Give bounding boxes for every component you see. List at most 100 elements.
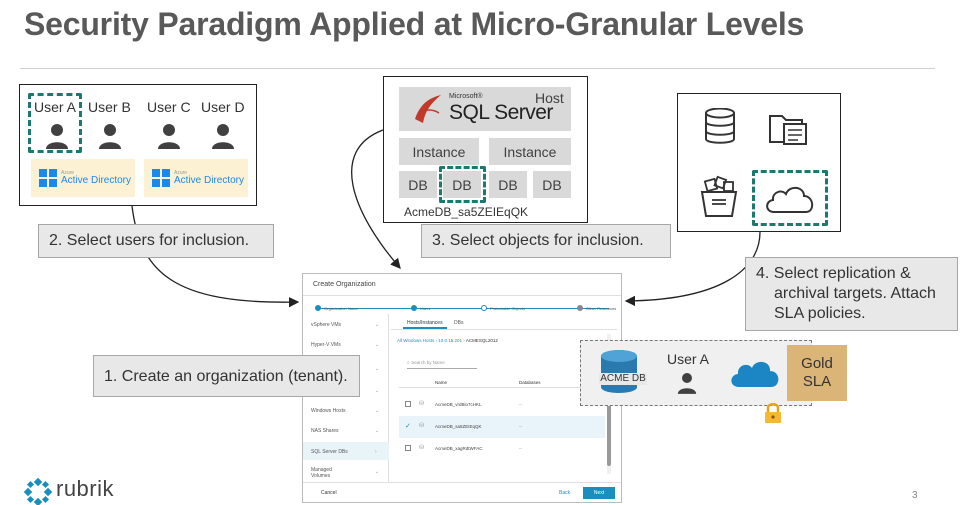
next-button[interactable]: Next xyxy=(583,487,615,499)
selected-target-highlight xyxy=(752,170,828,226)
windows-icon xyxy=(39,169,57,187)
rubrik-logo-icon xyxy=(24,478,52,505)
breadcrumb-item[interactable]: All Windows Hosts xyxy=(397,338,435,343)
scrollbar-thumb[interactable] xyxy=(607,404,611,466)
db-cell: DB xyxy=(489,171,527,198)
db-name-label: AcmeDB_sa5ZEIEqQK xyxy=(404,205,529,219)
row-name: AcmeDB_sa5ZEIEqQK xyxy=(435,424,482,429)
sql-host-card: Microsoft® SQL Server Host xyxy=(399,87,571,131)
tab-dbs[interactable]: DBs xyxy=(454,320,464,326)
step-label: Organization Name xyxy=(324,306,359,311)
row-databases: -- xyxy=(519,402,522,407)
title-divider xyxy=(20,68,935,69)
step-indicator xyxy=(411,305,417,311)
active-tab-underline xyxy=(403,327,447,329)
gold-sla-badge: Gold SLA xyxy=(787,345,847,401)
db-cell: DB xyxy=(533,171,571,198)
product-name: SQL Server xyxy=(449,101,553,124)
step-label: Protectable Objects xyxy=(490,306,525,311)
database-row-icon: ⛁ xyxy=(419,445,425,451)
user-label: User C xyxy=(147,99,191,115)
stepper-track xyxy=(317,308,609,309)
lock-icon xyxy=(765,403,781,423)
row-name: AcmeDB_xagRdtWFAC xyxy=(435,446,483,451)
object-storage-bucket-icon xyxy=(700,175,738,217)
sql-server-panel: Microsoft® SQL Server Host Instance Inst… xyxy=(383,76,588,223)
search-input[interactable]: ⌕ Search by Name xyxy=(407,360,477,369)
search-placeholder: Search by Name xyxy=(411,360,445,365)
row-databases: -- xyxy=(519,424,522,429)
row-name: AcmeDB_vrdBlo7cHKL xyxy=(435,402,482,407)
column-header-name[interactable]: Name xyxy=(435,380,448,385)
callout-step-3: 3. Select objects for inclusion. xyxy=(421,224,671,258)
object-type-sidebar xyxy=(303,314,389,482)
sidebar-item-sql-server-dbs[interactable]: SQL Server DBs xyxy=(311,449,348,455)
sidebar-item-windows-hosts[interactable]: Windows Hosts xyxy=(311,408,346,414)
tab-divider xyxy=(391,329,617,330)
table-row[interactable]: ⛁ AcmeDB_xagRdtWFAC -- xyxy=(399,438,605,460)
step-indicator xyxy=(577,305,583,311)
user-label: User D xyxy=(201,99,245,115)
user-label: User A xyxy=(34,99,77,115)
row-check-icon[interactable]: ✓ xyxy=(405,423,411,430)
overlay-user-label: User A xyxy=(667,351,710,367)
sidebar-item-vsphere[interactable]: vSphere VMs xyxy=(311,322,342,328)
table-row-selected[interactable]: ✓ ⛁ AcmeDB_sa5ZEIEqQK -- xyxy=(399,416,605,438)
page-number: 3 xyxy=(912,490,918,501)
db-cell: DB xyxy=(443,171,481,198)
files-folder-icon xyxy=(769,115,807,145)
sql-server-logo-icon xyxy=(415,95,441,123)
database-icon xyxy=(705,108,735,144)
sidebar-item-managed-volumes[interactable]: Managed Volumes xyxy=(311,467,332,479)
row-checkbox[interactable] xyxy=(405,401,411,407)
step-label: Users xyxy=(420,306,431,311)
acme-db-icon xyxy=(601,350,637,393)
cancel-button[interactable]: Cancel xyxy=(321,490,337,496)
sla-line: Gold xyxy=(801,355,833,372)
directory-label: Active Directory xyxy=(174,174,245,186)
callout-step-2: 2. Select users for inclusion. xyxy=(38,224,274,258)
create-organization-dialog: Create Organization Organization Name Us… xyxy=(302,273,622,503)
cloud-icon xyxy=(766,186,814,213)
directory-label: Active Directory xyxy=(61,174,132,186)
directory-sublabel: Azure xyxy=(174,169,188,176)
database-row-icon: ⛁ xyxy=(419,401,425,407)
replication-targets-panel xyxy=(677,93,841,232)
callout-step-4: 4. Select replication & archival targets… xyxy=(745,257,958,331)
table-row[interactable]: ⛁ AcmeDB_vrdBlo7cHKL -- xyxy=(399,394,605,416)
windows-icon xyxy=(152,169,170,187)
user-icon xyxy=(46,124,68,149)
column-header-databases: Databases xyxy=(519,380,541,385)
user-icon xyxy=(99,124,121,149)
cloud-icon xyxy=(731,361,779,387)
row-checkbox[interactable] xyxy=(405,445,411,451)
db-cell: DB xyxy=(399,171,437,198)
step-indicator xyxy=(315,305,321,311)
tab-hosts-instances[interactable]: Hosts/Instances xyxy=(407,320,443,326)
sidebar-item-hyperv[interactable]: Hyper-V VMs xyxy=(311,342,341,348)
sla-line: SLA xyxy=(802,373,832,390)
callout-step-1: 1. Create an organization (tenant). xyxy=(93,355,360,397)
dialog-title: Create Organization xyxy=(303,274,621,296)
instance-cell: Instance xyxy=(399,138,479,165)
acme-db-label: ACME DB xyxy=(599,373,647,385)
breadcrumb-item-current: ACMESQL2012 xyxy=(465,338,498,343)
user-icon xyxy=(212,124,234,149)
table-header-divider xyxy=(399,387,605,388)
database-row-icon: ⛁ xyxy=(419,423,425,429)
tenant-summary-overlay: ACME DB User A xyxy=(580,340,812,406)
row-databases: -- xyxy=(519,446,522,451)
breadcrumb-item[interactable]: 10.0.15.201 xyxy=(438,338,463,343)
directory-sublabel: Azure xyxy=(61,169,75,176)
user-icon xyxy=(158,124,180,149)
callout-step-4-line: SLA policies. xyxy=(774,305,866,322)
instance-cell: Instance xyxy=(489,138,571,165)
user-icon xyxy=(677,373,697,394)
footer-divider xyxy=(303,482,621,483)
step-indicator-current xyxy=(481,305,487,311)
selected-db-highlight xyxy=(439,166,486,203)
back-button[interactable]: Back xyxy=(559,490,571,496)
sidebar-item-nas-shares[interactable]: NAS Shares xyxy=(311,428,339,434)
